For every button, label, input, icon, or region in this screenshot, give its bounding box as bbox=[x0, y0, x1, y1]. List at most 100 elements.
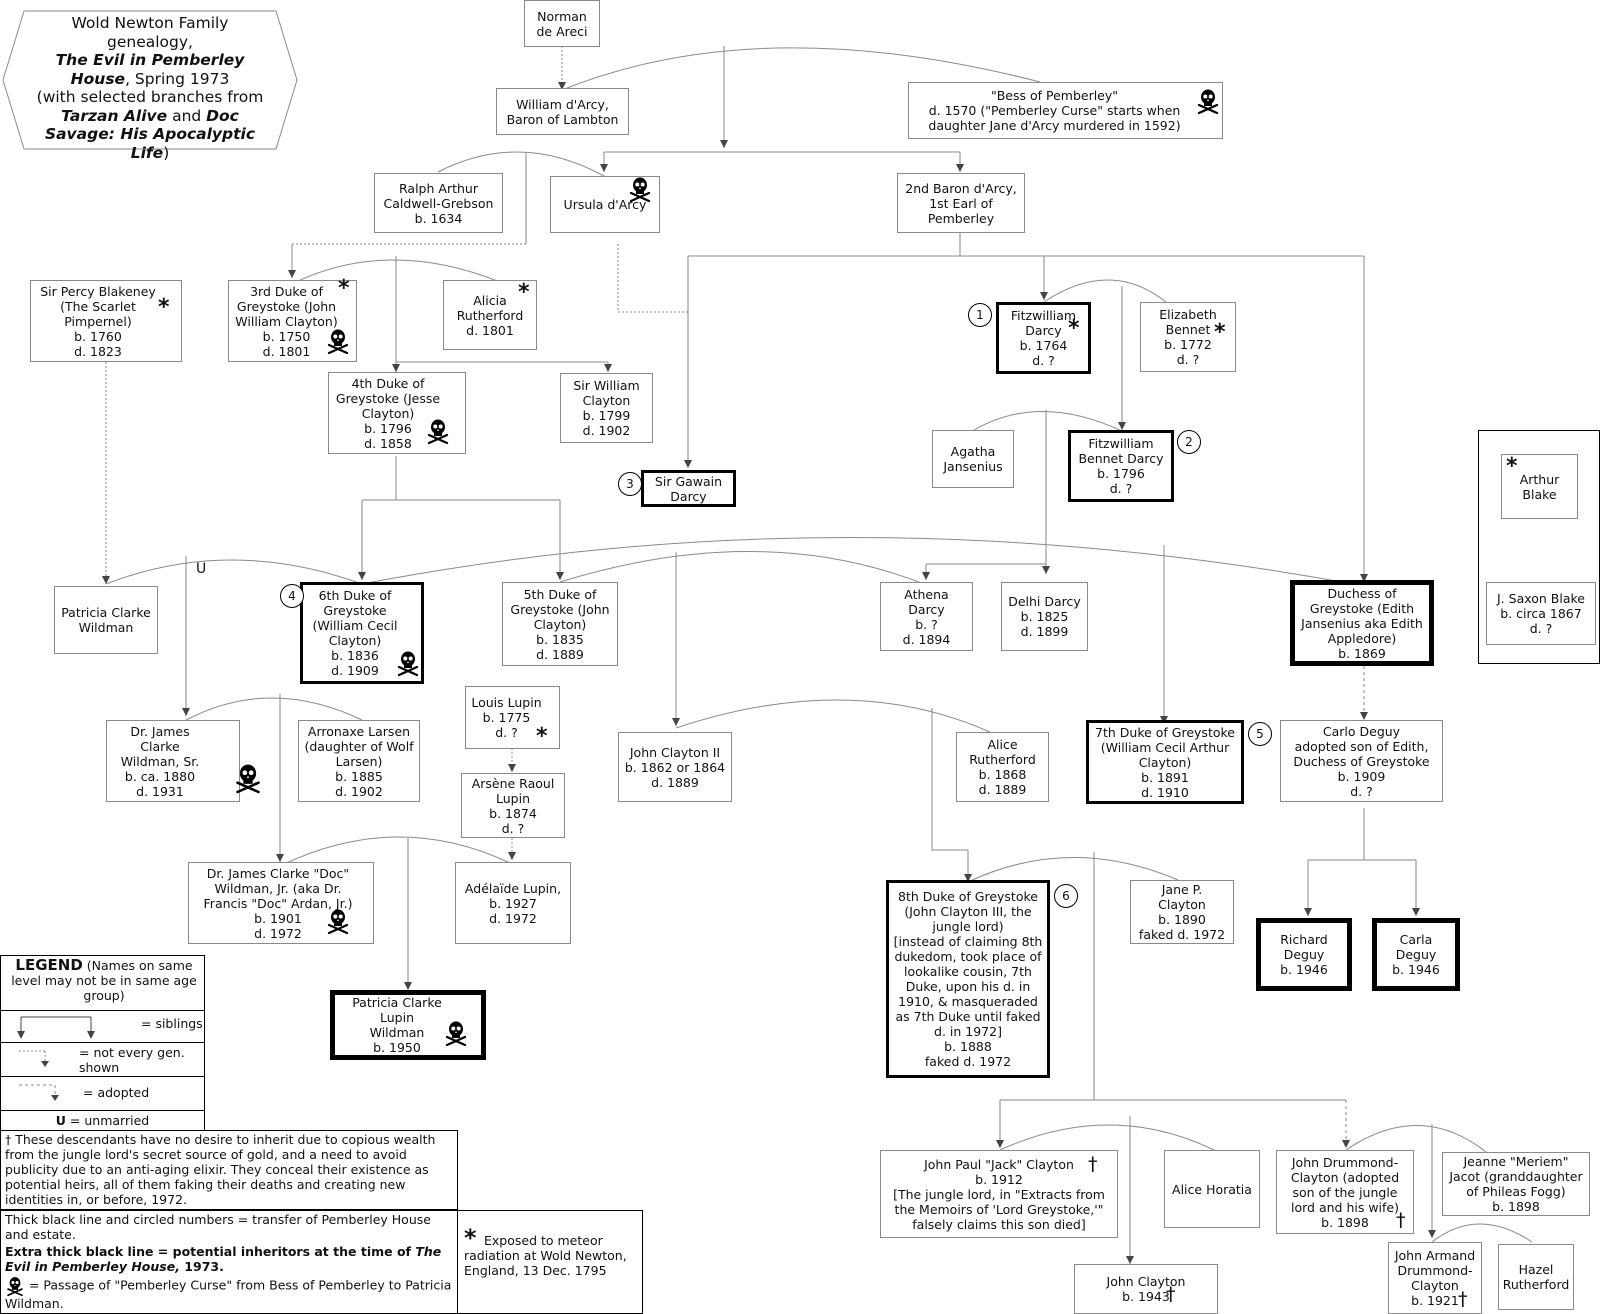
node-duchess: Duchess of Greystoke (Edith Jansenius ak… bbox=[1290, 580, 1434, 666]
diagram-title: Wold Newton Family genealogy, The Evil i… bbox=[32, 14, 268, 162]
node-jane-clayton: Jane P. Clayton b. 1890 faked d. 1972 bbox=[1130, 880, 1234, 944]
node-duke4: 4th Duke of Greystoke (Jesse Clayton) b.… bbox=[328, 372, 466, 454]
circled-number-1: 1 bbox=[968, 303, 992, 327]
asterisk-icon: * bbox=[464, 1224, 477, 1252]
legend-row-not-every-gen: = not every gen. shown bbox=[1, 1042, 204, 1076]
node-alice-horatia: Alice Horatia bbox=[1164, 1150, 1260, 1228]
legend-row-adopted: = adopted bbox=[1, 1076, 204, 1110]
node-duke3: 3rd Duke of Greystoke (John William Clay… bbox=[228, 280, 357, 362]
skull-crossbones-icon bbox=[427, 418, 449, 444]
legend-u-letter: U bbox=[55, 1113, 66, 1128]
title-line2: , Spring 1973 bbox=[125, 69, 230, 88]
title-close: ) bbox=[163, 143, 170, 162]
legend-row-unmarried: U = unmarried bbox=[1, 1110, 204, 1132]
skull-crossbones-icon bbox=[327, 328, 349, 354]
circled-number-3: 3 bbox=[618, 472, 642, 496]
node-sir-william: Sir William Clayton b. 1799 d. 1902 bbox=[560, 373, 653, 443]
node-norman: Norman de Areci bbox=[524, 0, 600, 47]
node-hazel: Hazel Rutherford bbox=[1498, 1244, 1574, 1310]
node-patricia: Patricia Clarke Wildman bbox=[54, 586, 158, 654]
node-drummond: John Drummond- Clayton (adopted son of t… bbox=[1276, 1150, 1414, 1234]
node-jack-clayton: John Paul "Jack" Clayton b. 1912 [The ju… bbox=[880, 1150, 1118, 1238]
asterisk-icon: * bbox=[338, 276, 350, 301]
node-fitzwilliam-darcy: Fitzwilliam Darcy b. 1764 d. ? bbox=[996, 302, 1091, 374]
node-arsene: Arsène Raoul Lupin b. 1874 d. ? bbox=[461, 773, 565, 838]
node-agatha: Agatha Jansenius bbox=[932, 430, 1014, 488]
node-john-armand: John Armand Drummond- Clayton b. 1921 bbox=[1388, 1242, 1482, 1314]
node-duke8: 8th Duke of Greystoke (John Clayton III,… bbox=[886, 880, 1050, 1078]
legend-panel: LEGEND (Names on same level may not be i… bbox=[0, 955, 205, 1131]
xthick-note-a: Extra thick black line = potential inher… bbox=[5, 1244, 416, 1259]
skull-crossbones-icon bbox=[327, 908, 349, 934]
title-hexagon-frame bbox=[2, 10, 298, 150]
dagger-icon: † bbox=[1396, 1209, 1406, 1231]
node-louis-lupin: Louis Lupin b. 1775 d. ? bbox=[465, 686, 560, 749]
title-line3: (with selected branches from bbox=[36, 88, 264, 106]
legend-heading-note: (Names on same level may not be in same … bbox=[11, 958, 197, 1003]
node-bess: "Bess of Pemberley" d. 1570 ("Pemberley … bbox=[908, 82, 1223, 139]
legend-row-siblings: = siblings bbox=[1, 1010, 204, 1042]
meteor-note: Exposed to meteor radiation at Wold Newt… bbox=[464, 1233, 627, 1278]
legend-adopted-label: = adopted bbox=[83, 1085, 150, 1100]
node-arthur-blake: Arthur Blake bbox=[1501, 454, 1578, 519]
legend-siblings-label: = siblings bbox=[141, 1016, 203, 1031]
node-alice-rutherford: Alice Rutherford b. 1868 d. 1889 bbox=[956, 732, 1049, 802]
node-fitzwilliam-bennet: Fitzwilliam Bennet Darcy b. 1796 d. ? bbox=[1068, 430, 1174, 502]
title-box: Wold Newton Family genealogy, The Evil i… bbox=[2, 10, 298, 162]
node-athena: Athena Darcy b. ? d. 1894 bbox=[880, 582, 973, 651]
xthick-note-b: 1973. bbox=[179, 1259, 224, 1274]
node-john-clayton-ii: John Clayton II b. 1862 or 1864 d. 1889 bbox=[618, 732, 732, 802]
circled-number-2: 2 bbox=[1177, 430, 1201, 454]
unmarried-marker: U bbox=[196, 561, 207, 577]
title-work1: The Evil in Pemberley House bbox=[55, 51, 245, 88]
asterisk-icon: * bbox=[518, 280, 530, 305]
node-baron2: 2nd Baron d'Arcy, 1st Earl of Pemberley bbox=[897, 173, 1025, 233]
node-arronaxe: Arronaxe Larsen (daughter of Wolf Larsen… bbox=[298, 720, 420, 802]
dagger-icon: † bbox=[5, 1132, 12, 1147]
node-gawain: Sir Gawain Darcy bbox=[641, 470, 736, 507]
dashed-arrow-symbol bbox=[19, 1084, 59, 1101]
asterisk-icon: * bbox=[1506, 454, 1518, 479]
node-carla-deguy: Carla Deguy b. 1946 bbox=[1372, 918, 1460, 991]
circled-number-4: 4 bbox=[280, 584, 304, 608]
skull-crossbones-icon bbox=[445, 1020, 467, 1046]
dagger-icon: † bbox=[1458, 1288, 1468, 1310]
node-duke7: 7th Duke of Greystoke (William Cecil Art… bbox=[1086, 720, 1244, 804]
dagger-icon: † bbox=[1166, 1283, 1176, 1305]
node-adelaide: Adélaïde Lupin, b. 1927 d. 1972 bbox=[455, 862, 571, 944]
node-meriem: Jeanne "Meriem" Jacot (granddaughter of … bbox=[1442, 1152, 1590, 1216]
skull-crossbones-icon bbox=[629, 176, 651, 202]
title-work3: Doc Savage: His Apocalyptic Life bbox=[44, 106, 256, 162]
skull-crossbones-icon bbox=[7, 1276, 23, 1297]
skull-crossbones-icon bbox=[397, 650, 419, 676]
skull-crossbones-icon bbox=[236, 763, 260, 794]
lines-note-panel: Thick black line and circled numbers = t… bbox=[0, 1210, 458, 1314]
title-work2: Tarzan Alive bbox=[61, 106, 168, 125]
node-william: William d'Arcy, Baron of Lambton bbox=[496, 88, 629, 135]
title-line1: Wold Newton Family genealogy, bbox=[71, 14, 229, 51]
node-saxon-blake: J. Saxon Blake b. circa 1867 d. ? bbox=[1486, 582, 1596, 645]
xthick-note-work: The Evil in Pemberley House, bbox=[5, 1244, 442, 1274]
asterisk-icon: * bbox=[1068, 316, 1080, 341]
asterisk-icon: * bbox=[536, 724, 548, 749]
legend-heading-block: LEGEND (Names on same level may not be i… bbox=[7, 956, 201, 1004]
legend-not-every-gen-label: = not every gen. shown bbox=[79, 1045, 185, 1075]
curse-note: = Passage of "Pemberley Curse" from Bess… bbox=[5, 1277, 452, 1311]
node-duke5: 5th Duke of Greystoke (John Clayton) b. … bbox=[502, 582, 618, 666]
node-elizabeth: Elizabeth Bennet b. 1772 d. ? bbox=[1140, 302, 1236, 372]
dotted-arrow-symbol bbox=[19, 1050, 49, 1067]
circled-number-6: 6 bbox=[1054, 884, 1078, 908]
node-wildman-sr: Dr. James Clarke Wildman, Sr. b. ca. 188… bbox=[106, 720, 240, 802]
legend-heading: LEGEND bbox=[15, 956, 83, 974]
node-carlo: Carlo Deguy adopted son of Edith, Duches… bbox=[1280, 720, 1443, 802]
node-alicia1: Alicia Rutherford d. 1801 bbox=[443, 280, 537, 350]
node-richard-deguy: Richard Deguy b. 1946 bbox=[1256, 918, 1352, 991]
node-percy: Sir Percy Blakeney (The Scarlet Pimperne… bbox=[30, 280, 182, 362]
asterisk-icon: * bbox=[1214, 320, 1226, 345]
asterisk-icon: * bbox=[158, 295, 170, 320]
dagger-note-panel: † These descendants have no desire to in… bbox=[0, 1130, 458, 1210]
skull-crossbones-icon bbox=[1197, 88, 1219, 114]
node-delhi: Delhi Darcy b. 1825 d. 1899 bbox=[1001, 582, 1088, 651]
